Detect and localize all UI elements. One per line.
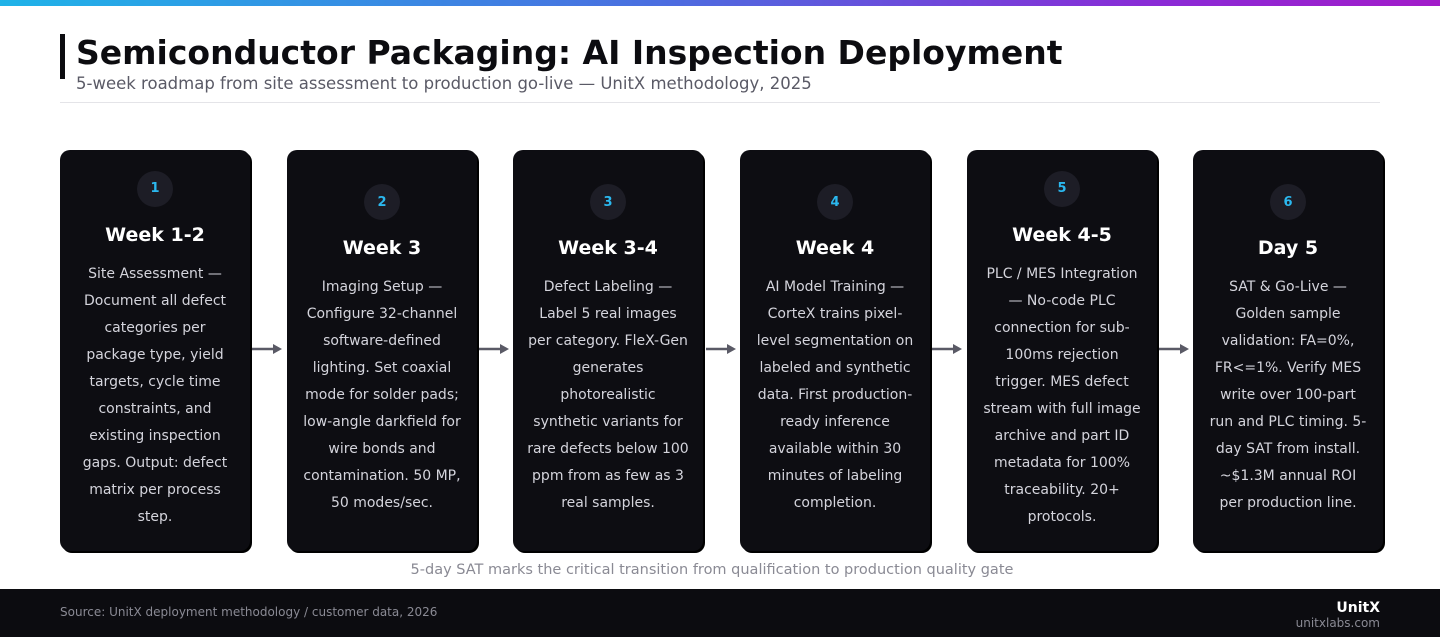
step-card-1: 1 Week 1-2 Site Assessment — Document al… [60,150,250,551]
step-description: AI Model Training — CorteX trains pixel-… [756,279,914,511]
step-card-6: 6 Day 5 SAT & Go-Live — Golden sample va… [1193,150,1383,551]
arrow-right-icon [479,344,509,354]
step-week-label: Week 3 [342,237,422,259]
step-card-5: 5 Week 4-5 PLC / MES Integration — No-co… [967,150,1157,551]
title-accent-bar [60,34,65,79]
step-number-badge: 6 [1270,184,1306,220]
brand-url: unitxlabs.com [1295,616,1380,630]
step-number-badge: 1 [137,170,173,207]
header: Semiconductor Packaging: AI Inspection D… [60,34,1380,103]
arrow-right-icon [252,344,282,354]
footer: Source: UnitX deployment methodology / c… [0,589,1440,637]
step-number-badge: 5 [1044,170,1080,207]
step-description: PLC / MES Integration — No-code PLC conn… [983,265,1141,525]
step-description: Site Assessment — Document all defect ca… [82,265,228,525]
step-description: Defect Labeling — Label 5 real images pe… [527,279,689,511]
step-number-badge: 3 [590,184,626,220]
step-description: Imaging Setup — Configure 32-channel sof… [303,279,461,511]
step-week-label: Week 4-5 [1012,223,1112,246]
brand-name: UnitX [1336,600,1380,616]
page-subtitle: 5-week roadmap from site assessment to p… [76,74,812,93]
step-description: SAT & Go-Live — Golden sample validation… [1209,279,1367,511]
source-note: Source: UnitX deployment methodology / c… [60,605,438,619]
step-card-2: 2 Week 3 Imaging Setup — Configure 32-ch… [287,150,477,551]
step-week-label: Day 5 [1257,237,1319,259]
step-number-badge: 4 [817,184,853,220]
diagram-caption: 5-day SAT marks the critical transition … [410,562,1014,578]
step-week-label: Week 1-2 [105,223,205,246]
step-card-4: 4 Week 4 AI Model Training — CorteX trai… [740,150,930,551]
step-card-3: 3 Week 3-4 Defect Labeling — Label 5 rea… [513,150,703,551]
step-week-label: Week 3-4 [558,237,658,259]
top-gradient-bar [0,0,1440,6]
step-week-label: Week 4 [795,237,875,259]
arrow-right-icon [932,344,962,354]
arrow-right-icon [706,344,736,354]
arrow-right-icon [1159,344,1189,354]
page-title: Semiconductor Packaging: AI Inspection D… [76,33,1063,72]
step-number-badge: 2 [364,184,400,220]
